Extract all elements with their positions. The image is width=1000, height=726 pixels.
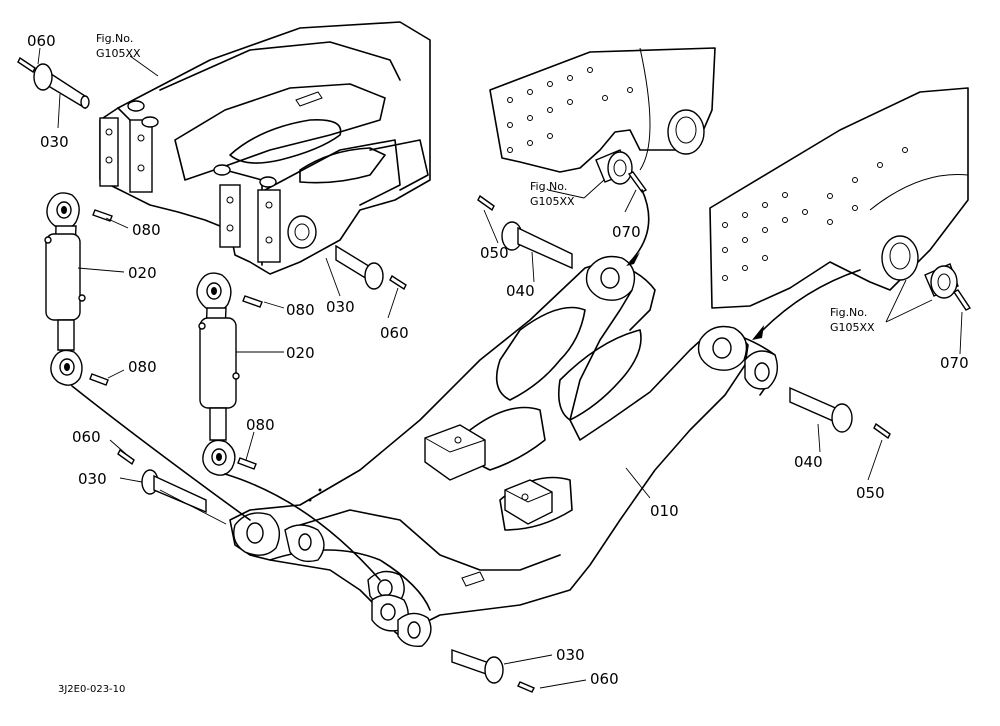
callout-030-top: 030 xyxy=(40,133,69,151)
callout-040-right: 040 xyxy=(794,453,823,471)
frame-plate-center xyxy=(489,47,716,193)
callout-080-a: 080 xyxy=(132,221,161,239)
callout-060-bottom: 060 xyxy=(590,670,619,688)
callout-070-mid: 070 xyxy=(612,223,641,241)
callout-080-b: 080 xyxy=(128,358,157,376)
lift-rod-020-left xyxy=(44,192,86,386)
fig-ref-top-left-line1: Fig.No. xyxy=(96,32,133,45)
callout-030-mid: 030 xyxy=(326,298,355,316)
pins-080 xyxy=(89,209,263,470)
pin-030-mid xyxy=(335,244,407,291)
callout-080-d: 080 xyxy=(246,416,275,434)
pin-040-left xyxy=(477,194,573,270)
pin-030-bottom xyxy=(451,649,535,693)
pin-040-right xyxy=(789,386,891,440)
callout-060-top: 060 xyxy=(27,32,56,50)
callout-080-c: 080 xyxy=(286,301,315,319)
leader-lines xyxy=(37,47,963,689)
fig-ref-center-line1: Fig.No. xyxy=(530,180,567,193)
callout-040-left: 040 xyxy=(506,282,535,300)
callout-030-bottom: 030 xyxy=(556,646,585,664)
pin-030-top xyxy=(17,56,90,110)
fig-ref-top-left-line2: G105XX xyxy=(96,47,141,60)
callout-050-left: 050 xyxy=(480,244,509,262)
callout-050-right: 050 xyxy=(856,484,885,502)
callout-020-left: 020 xyxy=(128,264,157,282)
labels: 060 Fig.No. G105XX 030 080 020 080 030 0… xyxy=(27,32,969,695)
callout-020-mid: 020 xyxy=(286,344,315,362)
frame-plate-right xyxy=(709,87,972,311)
drawing-code: 3J2E0-023-10 xyxy=(58,684,125,695)
pin-030-lower xyxy=(117,448,207,514)
callout-010: 010 xyxy=(650,502,679,520)
callout-030-lower: 030 xyxy=(78,470,107,488)
callout-060-mid: 060 xyxy=(380,324,409,342)
fig-ref-right-line2: G105XX xyxy=(830,321,875,334)
callout-060-lower: 060 xyxy=(72,428,101,446)
callout-070-right: 070 xyxy=(940,354,969,372)
assembly-lines xyxy=(71,189,861,581)
fig-ref-right-line1: Fig.No. xyxy=(830,306,867,319)
fig-ref-center-line2: G105XX xyxy=(530,195,575,208)
rear-housing xyxy=(99,21,431,275)
lift-rod-020-mid xyxy=(196,272,240,476)
lower-link-frame-010 xyxy=(229,255,778,647)
